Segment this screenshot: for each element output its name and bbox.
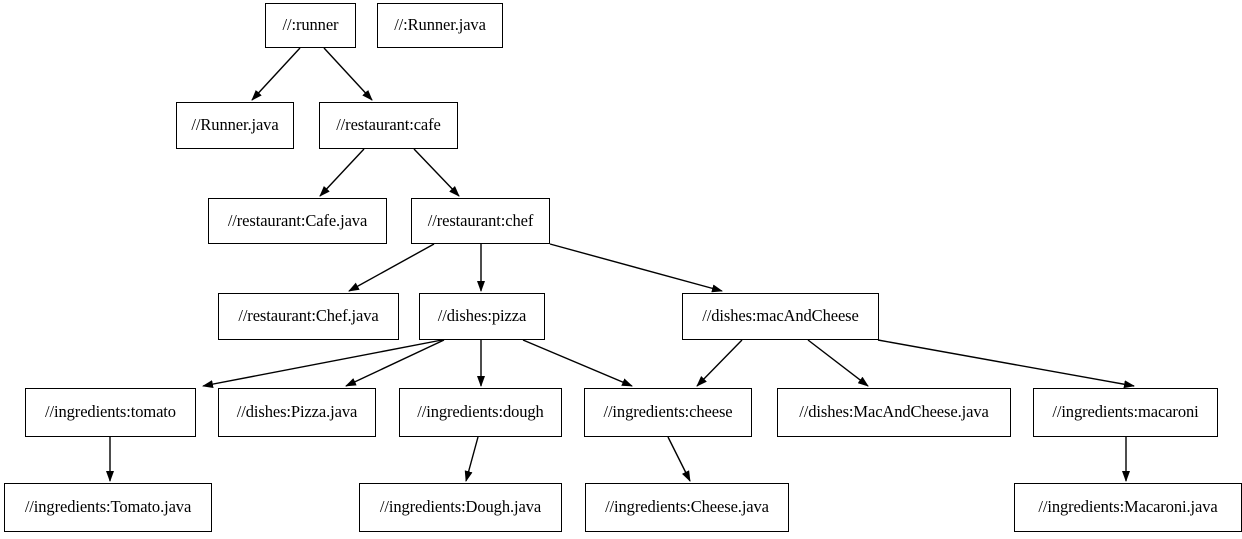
- graph-edge-mac_and_cheese-to-cheese: [696, 339, 743, 387]
- graph-node-label: //restaurant:cafe: [336, 115, 441, 135]
- graph-node-cafe[interactable]: //restaurant:cafe: [319, 102, 458, 149]
- graph-node-label: //dishes:pizza: [437, 306, 527, 326]
- graph-node-macaroni_java[interactable]: //ingredients:Macaroni.java: [1014, 483, 1242, 532]
- graph-node-runner[interactable]: //:runner: [265, 3, 356, 48]
- graph-node-tomato[interactable]: //ingredients:tomato: [25, 388, 196, 437]
- graph-node-runner_java[interactable]: //Runner.java: [176, 102, 294, 149]
- graph-node-label: //ingredients:macaroni: [1052, 402, 1199, 422]
- graph-node-label: //:Runner.java: [394, 15, 486, 35]
- graph-edge-dough-to-dough_java: [464, 436, 479, 482]
- graph-node-chef_java[interactable]: //restaurant:Chef.java: [218, 293, 399, 340]
- graph-node-label: //ingredients:tomato: [45, 402, 176, 422]
- graph-node-label: //ingredients:Dough.java: [379, 497, 542, 517]
- graph-node-label: //restaurant:chef: [427, 210, 534, 230]
- graph-node-label: //dishes:macAndCheese: [702, 306, 859, 326]
- graph-node-label: //:runner: [282, 15, 339, 35]
- graph-node-tomato_java[interactable]: //ingredients:Tomato.java: [4, 483, 212, 532]
- graph-node-dough[interactable]: //ingredients:dough: [399, 388, 562, 437]
- graph-edge-chef-to-mac_and_cheese: [549, 243, 723, 293]
- graph-edge-cheese-to-cheese_java: [667, 436, 691, 482]
- graph-node-label: //restaurant:Cafe.java: [227, 210, 368, 230]
- graph-node-label: //ingredients:dough: [417, 402, 544, 422]
- graph-node-pizza_java[interactable]: //dishes:Pizza.java: [218, 388, 376, 437]
- graph-edge-cafe-to-cafe_java: [319, 148, 365, 197]
- graph-node-label: //dishes:MacAndCheese.java: [799, 402, 989, 422]
- graph-node-macaroni[interactable]: //ingredients:macaroni: [1033, 388, 1218, 437]
- graph-edge-cafe-to-chef: [413, 148, 460, 197]
- graph-node-cheese_java[interactable]: //ingredients:Cheese.java: [585, 483, 789, 532]
- graph-node-cheese[interactable]: //ingredients:cheese: [584, 388, 752, 437]
- graph-edge-pizza-to-pizza_java: [345, 339, 445, 387]
- graph-node-chef[interactable]: //restaurant:chef: [411, 198, 550, 244]
- graph-node-label: //ingredients:Cheese.java: [605, 497, 769, 517]
- graph-node-label: //Runner.java: [191, 115, 279, 135]
- graph-edge-mac_and_cheese-to-macaroni: [877, 339, 1135, 389]
- graph-node-label: //ingredients:cheese: [603, 402, 733, 422]
- graph-node-cafe_java[interactable]: //restaurant:Cafe.java: [208, 198, 387, 244]
- graph-edge-runner-to-runner_java: [251, 47, 301, 101]
- graph-node-mac_and_cheese_java[interactable]: //dishes:MacAndCheese.java: [777, 388, 1011, 437]
- graph-node-pizza[interactable]: //dishes:pizza: [419, 293, 545, 340]
- graph-edge-pizza-to-cheese: [522, 339, 633, 387]
- graph-node-label: //restaurant:Chef.java: [238, 306, 379, 326]
- graph-edge-runner-to-cafe: [323, 47, 373, 101]
- graph-edge-chef-to-chef_java: [348, 243, 435, 292]
- graph-node-label: //ingredients:Macaroni.java: [1038, 497, 1218, 517]
- graph-edge-pizza-to-tomato: [202, 339, 443, 389]
- graph-node-label: //ingredients:Tomato.java: [24, 497, 192, 517]
- graph-node-mac_and_cheese[interactable]: //dishes:macAndCheese: [682, 293, 879, 340]
- graph-edge-mac_and_cheese-to-mac_and_cheese_java: [807, 339, 869, 387]
- graph-node-label: //dishes:Pizza.java: [236, 402, 358, 422]
- graph-node-root_runner_java[interactable]: //:Runner.java: [377, 3, 503, 48]
- graph-node-dough_java[interactable]: //ingredients:Dough.java: [359, 483, 562, 532]
